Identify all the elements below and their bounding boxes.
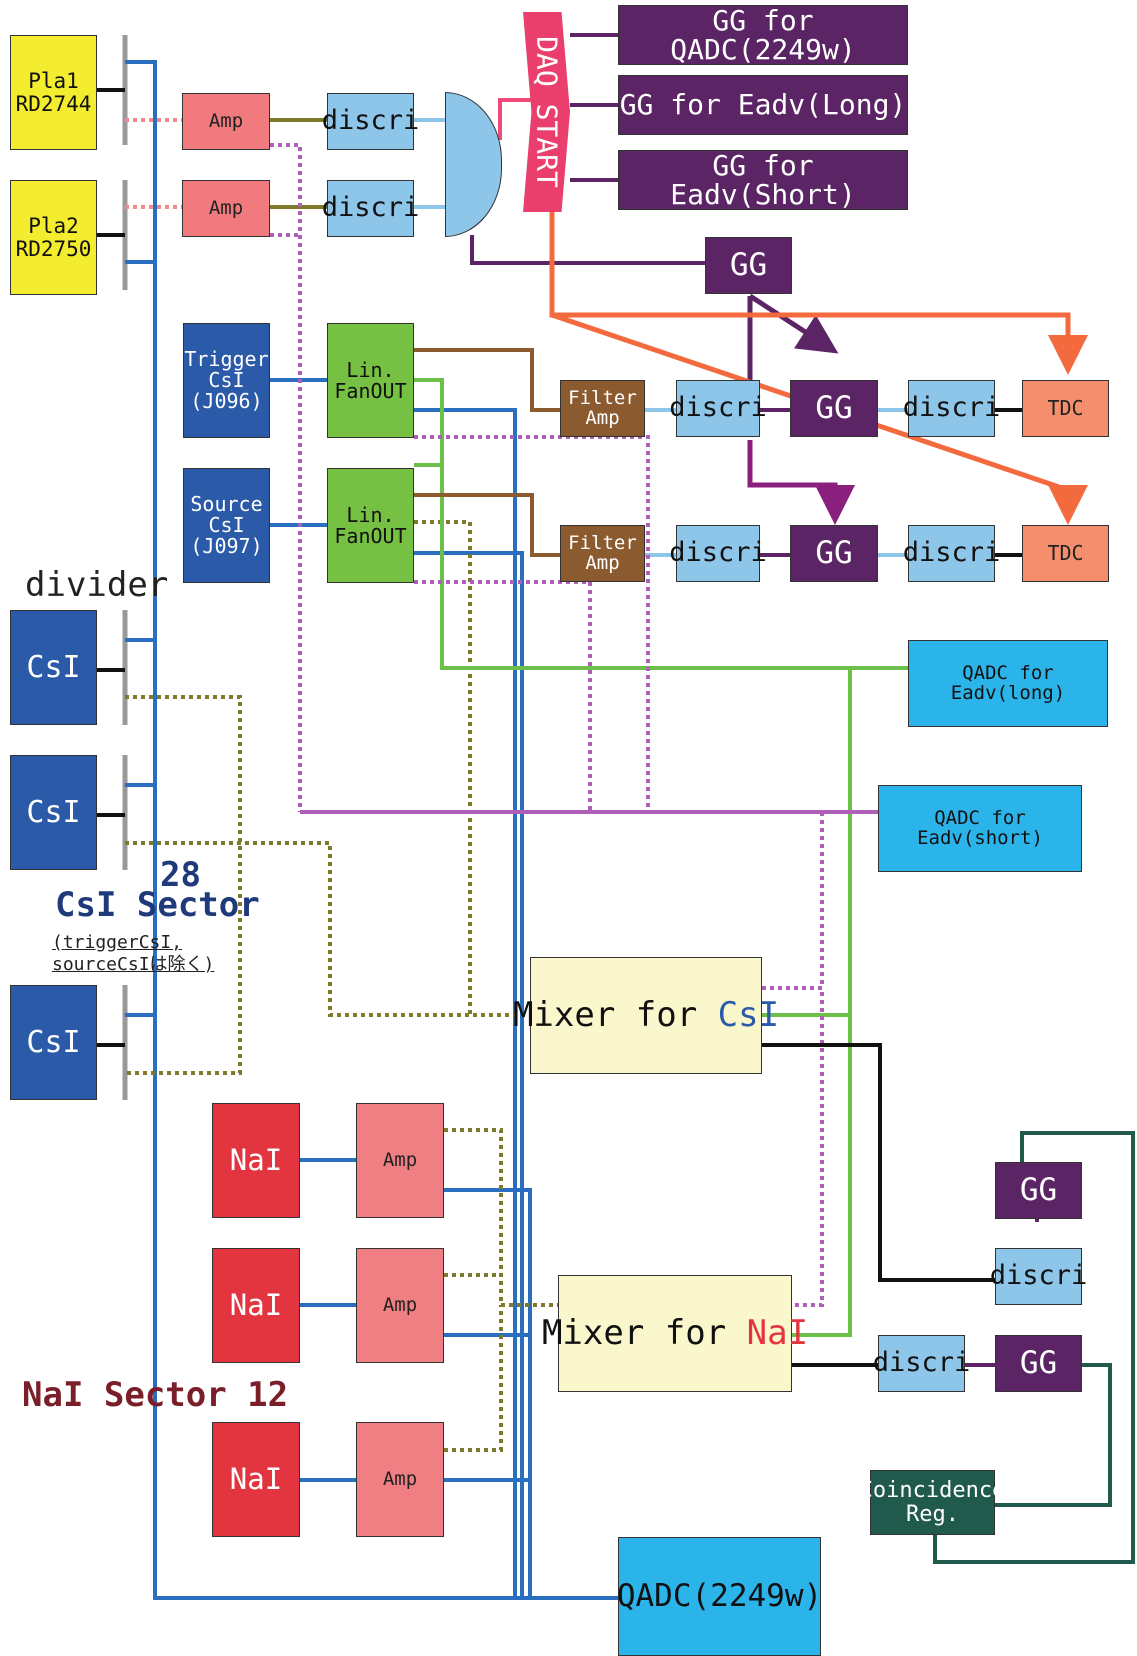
lin-fanout-2[interactable]: Lin. FanOUT xyxy=(327,468,414,583)
green-lines xyxy=(414,378,908,1337)
amp-2[interactable]: Amp xyxy=(182,180,270,237)
mixer-for-nai[interactable]: Mixer for NaI xyxy=(542,1275,808,1392)
pink-daq-line xyxy=(498,98,535,140)
purple-lines xyxy=(470,33,1039,1367)
nai-amp-3[interactable]: Amp xyxy=(356,1422,444,1537)
nai-amp-2[interactable]: Amp xyxy=(356,1248,444,1363)
blue-signal-lines xyxy=(125,60,618,1600)
filter-amp-1[interactable]: Filter Amp xyxy=(560,380,645,437)
purple-arrows xyxy=(747,293,839,380)
discri-filter-1[interactable]: discri xyxy=(669,380,767,437)
gg-top[interactable]: GG xyxy=(705,237,792,294)
nai-module-1[interactable]: NaI xyxy=(212,1103,300,1218)
qadc-eadv-short[interactable]: QADC for Eadv(short) xyxy=(878,785,1082,872)
csi-sector-count: 28 xyxy=(160,855,201,895)
nai-module-2[interactable]: NaI xyxy=(212,1248,300,1363)
tdc-1[interactable]: TDC xyxy=(1022,380,1109,437)
daq-start-label: DAQ START xyxy=(530,36,563,188)
csi-module-3[interactable]: CsI xyxy=(10,985,97,1100)
discri-gg-2[interactable]: discri xyxy=(903,525,1000,582)
csi-module-1[interactable]: CsI xyxy=(10,610,97,725)
csi-sector-title: CsI Sector xyxy=(55,885,260,925)
nai-module-3[interactable]: NaI xyxy=(212,1422,300,1537)
nai-sector-title: NaI Sector 12 xyxy=(22,1375,289,1415)
discri-csi-mixer[interactable]: discri xyxy=(990,1248,1087,1305)
teal-lines xyxy=(933,1131,1135,1564)
filter-amp-2[interactable]: Filter Amp xyxy=(560,525,645,582)
qadc-main[interactable]: QADC(2249w) xyxy=(617,1537,822,1656)
discri-gg-1[interactable]: discri xyxy=(903,380,1000,437)
black-lines xyxy=(762,408,1022,1367)
trigger-csi[interactable]: Trigger CsI (J096) xyxy=(183,323,270,438)
mixer-csi-prefix: Mixer for xyxy=(512,994,718,1035)
discri-pla1[interactable]: discri xyxy=(322,93,419,150)
gg-coinc-bottom[interactable]: GG xyxy=(995,1335,1082,1392)
gg-for-eadv-short[interactable]: GG for Eadv(Short) xyxy=(618,150,908,210)
magenta-arrows xyxy=(747,440,855,525)
discri-filter-2[interactable]: discri xyxy=(669,525,767,582)
gg-for-qadc[interactable]: GG for QADC(2249w) xyxy=(618,5,908,65)
orange-lines xyxy=(549,200,1088,525)
discri-nai-mixer[interactable]: discri xyxy=(873,1335,970,1392)
lin-fanout-1[interactable]: Lin. FanOUT xyxy=(327,323,414,438)
tdc-2[interactable]: TDC xyxy=(1022,525,1109,582)
csi-module-2[interactable]: CsI xyxy=(10,755,97,870)
gg-for-eadv-long[interactable]: GG for Eadv(Long) xyxy=(618,75,908,135)
qadc-eadv-long[interactable]: QADC for Eadv(long) xyxy=(908,640,1108,727)
lightblue-lines xyxy=(414,118,908,557)
discri-pla2[interactable]: discri xyxy=(322,180,419,237)
gg-mid-1[interactable]: GG xyxy=(790,380,878,437)
coincidence-register[interactable]: Coincidence Reg. xyxy=(860,1470,1005,1535)
nai-amp-1[interactable]: Amp xyxy=(356,1103,444,1218)
detector-stubs xyxy=(97,88,125,1047)
mixer-nai-label: NaI xyxy=(746,1312,809,1353)
violet-dotted-lines xyxy=(270,143,824,1307)
csi-sector-note: (triggerCsI, sourceCsIは除く) xyxy=(52,932,215,975)
gg-mid-2[interactable]: GG xyxy=(790,525,878,582)
amp-1[interactable]: Amp xyxy=(182,93,270,150)
pla1-detector[interactable]: Pla1 RD2744 xyxy=(10,35,97,150)
pla2-detector[interactable]: Pla2 RD2750 xyxy=(10,180,97,295)
mixer-for-csi[interactable]: Mixer for CsI xyxy=(513,957,779,1074)
mixer-nai-prefix: Mixer for xyxy=(541,1312,747,1353)
brown-lines xyxy=(414,348,560,557)
pink-dotted-lines xyxy=(125,118,182,209)
source-csi[interactable]: Source CsI (J097) xyxy=(183,468,270,583)
divider-label: divider xyxy=(25,565,169,605)
olive-dotted-lines xyxy=(125,520,558,1452)
gg-coinc-top[interactable]: GG xyxy=(995,1162,1082,1219)
mixer-csi-label: CsI xyxy=(717,994,780,1035)
